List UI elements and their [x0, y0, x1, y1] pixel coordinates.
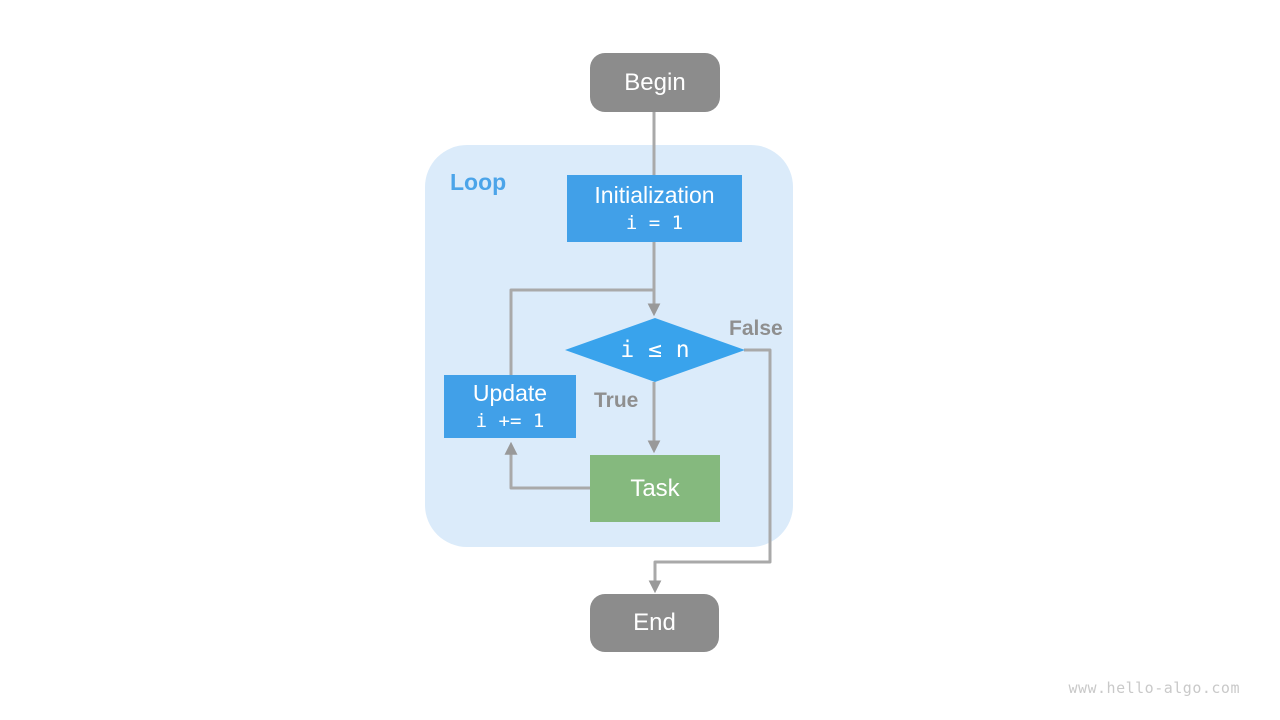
node-update-label: Update	[472, 380, 548, 407]
edge-label-true: True	[594, 389, 639, 412]
edge-update-loopback	[509, 288, 654, 375]
watermark-url: www.hello-algo.com	[1068, 679, 1240, 697]
node-initialization: Initialization i = 1	[567, 175, 742, 242]
node-begin-label: Begin	[624, 68, 686, 96]
node-initialization-label: Initialization	[594, 182, 715, 209]
node-end-label: End	[633, 609, 676, 636]
node-update-code: i += 1	[475, 410, 545, 432]
loop-label: Loop	[450, 169, 507, 195]
edge-task-to-update	[504, 441, 590, 490]
node-initialization-code: i = 1	[625, 212, 684, 234]
edge-label-false: False	[729, 317, 783, 340]
node-condition-label: i ≤ n	[620, 336, 690, 363]
node-begin: Begin	[590, 53, 720, 112]
node-task-label: Task	[630, 474, 680, 502]
edge-cond-false-to-end	[648, 348, 772, 594]
node-update: Update i += 1	[444, 375, 576, 438]
node-end: End	[590, 594, 719, 652]
node-task: Task	[590, 455, 720, 522]
